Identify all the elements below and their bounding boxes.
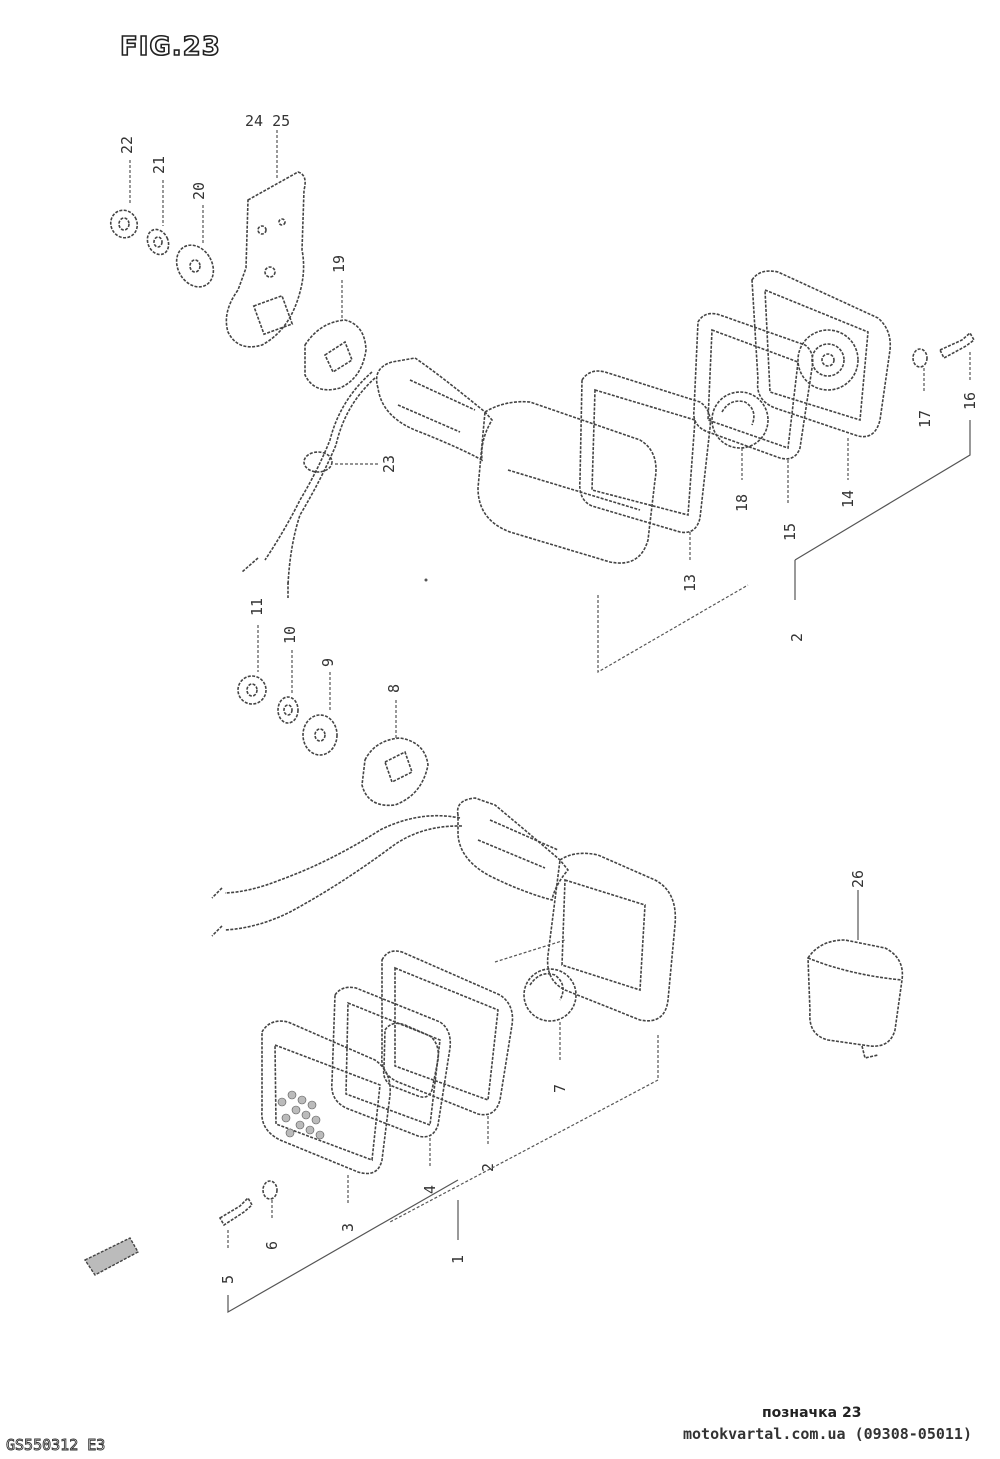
upper-wiring [241,371,376,598]
callout-3: 3 [339,1223,357,1232]
gasket-13 [578,370,712,534]
figure-title: FIG.23 [120,32,221,62]
callout-21: 21 [150,156,168,174]
upper-lamp-housing [375,357,657,564]
washer-6 [262,1180,278,1200]
callout-20: 20 [190,182,208,200]
bracket-24-25 [225,171,306,348]
callout-22: 22 [118,136,136,154]
callout-26: 26 [849,870,867,888]
callout-11: 11 [248,598,266,616]
callout-5: 5 [219,1275,237,1284]
reflector-14 [751,270,892,438]
callout-2-lower: 2 [479,1163,497,1172]
callout-16: 16 [961,392,979,410]
footer-site: motokvartal.com.ua (09308-05011) [683,1425,972,1443]
dot-marker [424,578,428,582]
washer-9 [302,714,338,756]
footer-caption: позначка 23 [762,1405,861,1421]
gasket-2 [381,950,514,1116]
callout-8: 8 [385,684,403,693]
callout-1: 1 [449,1255,467,1264]
washer-17 [912,348,928,368]
callout-13: 13 [681,574,699,592]
washer-20 [175,244,215,288]
callout-2-upper: 2 [788,633,806,642]
lower-lamp-housing [456,797,677,1022]
nut-22 [109,209,139,239]
lower-wiring [211,814,463,937]
callout-4: 4 [421,1185,439,1194]
lockwasher-10 [277,696,299,724]
callout-19: 19 [330,255,348,273]
diagram-code: GS550312 E3 [6,1436,105,1454]
lockwasher-21 [146,228,170,256]
callout-10: 10 [281,626,299,644]
front-arrow-icon [83,1237,139,1276]
relay-26 [807,939,904,1059]
callout-24-25: 24 25 [245,112,290,130]
callout-14: 14 [839,490,857,508]
lens-15 [692,312,814,460]
bulb-7 [494,939,577,1022]
callout-9: 9 [319,658,337,667]
callout-6: 6 [263,1241,281,1250]
nut-11 [237,675,267,705]
grommet-8 [361,737,429,807]
callout-18: 18 [733,494,751,512]
screw-16 [938,331,976,360]
grommet-19 [304,319,367,391]
callout-15: 15 [781,523,799,541]
reflector-3 [261,1020,392,1175]
upper-turn-signal-assembly: 22 21 20 24 25 19 [109,112,979,674]
bulb-18 [711,391,769,449]
lens-4 [330,986,452,1138]
screw-5 [218,1196,254,1227]
callout-23: 23 [380,455,398,473]
lower-turn-signal-assembly: 11 10 9 8 [83,598,677,1314]
callout-7: 7 [551,1084,569,1093]
callout-17: 17 [916,410,934,428]
